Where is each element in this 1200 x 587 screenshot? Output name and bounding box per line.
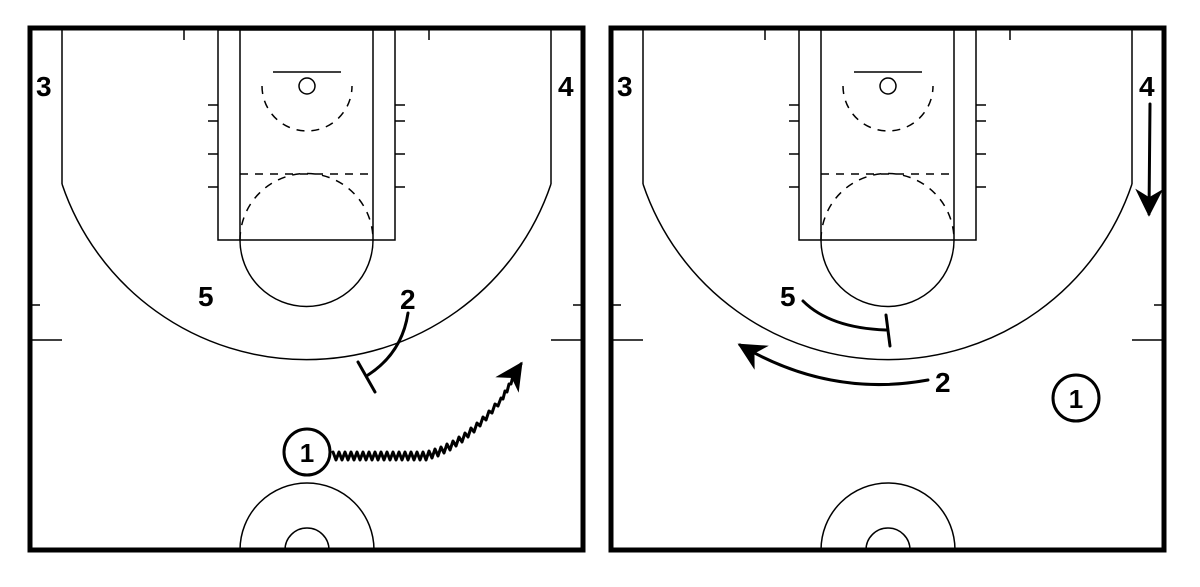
cut-path-player-2 bbox=[737, 343, 930, 387]
left-court-panel: 3 4 5 2 1 bbox=[27, 25, 586, 553]
player-1-label: 1 bbox=[1069, 384, 1083, 414]
player-5-label: 5 bbox=[780, 281, 796, 312]
player-1-label: 1 bbox=[300, 438, 314, 468]
screen-path-player-5 bbox=[801, 299, 888, 332]
court-lines bbox=[611, 29, 1164, 551]
court-boundary bbox=[608, 25, 1167, 553]
player-3-label: 3 bbox=[617, 71, 633, 102]
player-3-label: 3 bbox=[36, 71, 52, 102]
screen-path-player-2 bbox=[366, 311, 410, 377]
player-4-label: 4 bbox=[558, 71, 574, 102]
screen-bar bbox=[884, 313, 892, 348]
player-2-label: 2 bbox=[400, 284, 416, 315]
screen-bar bbox=[356, 360, 377, 394]
player-4-label: 4 bbox=[1139, 71, 1155, 102]
player-2-label: 2 bbox=[935, 367, 951, 398]
player-1-circle bbox=[1051, 373, 1101, 423]
cut-path-player-4 bbox=[1135, 102, 1164, 217]
court-boundary bbox=[27, 25, 586, 553]
right-court-panel: 3 4 5 2 1 bbox=[608, 25, 1167, 553]
player-5-label: 5 bbox=[198, 281, 214, 312]
dribble-path-player-1 bbox=[331, 361, 523, 462]
player-1-circle bbox=[282, 427, 332, 477]
court-lines bbox=[30, 29, 583, 551]
